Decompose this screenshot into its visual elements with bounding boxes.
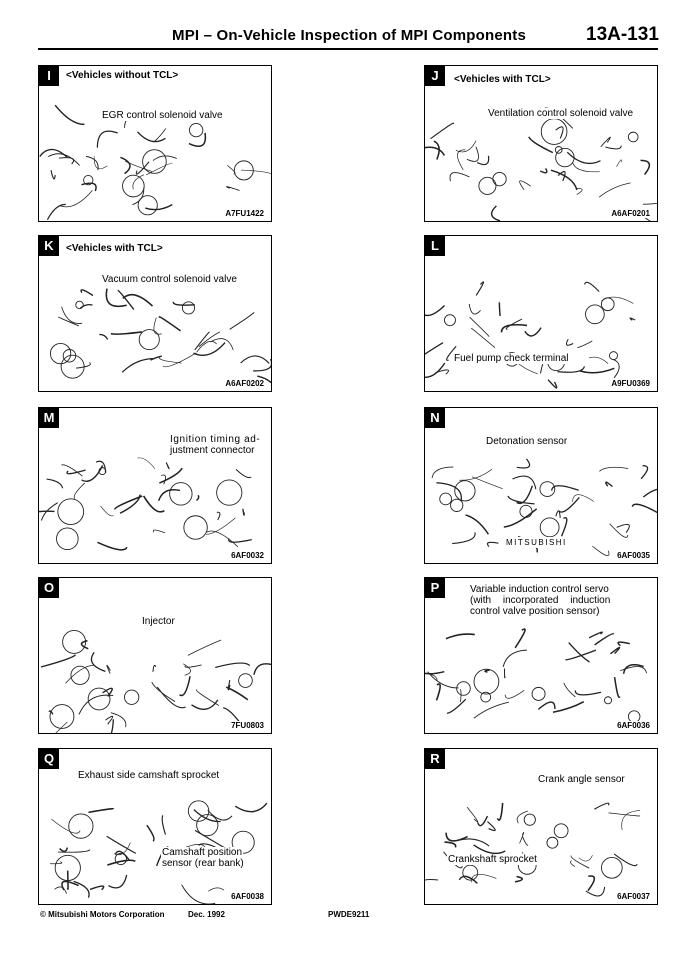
figure-code: 7FU0803 xyxy=(230,721,265,730)
figure-code: A6AF0201 xyxy=(610,209,651,218)
figure-letter: J xyxy=(425,66,445,86)
figure-p: P Variable induction control servo (with… xyxy=(424,577,658,734)
callout-label: Vacuum control solenoid valve xyxy=(101,274,238,285)
figure-subtitle: <Vehicles with TCL> xyxy=(453,74,552,85)
page-number: 13A-131 xyxy=(586,24,659,45)
engine-illustration xyxy=(425,281,636,389)
engine-illustration xyxy=(431,458,657,556)
figure-code: A7FU1422 xyxy=(224,209,265,218)
callout-label: EGR control solenoid valve xyxy=(101,110,224,121)
figure-r: R Crank angle sensor Crankshaft sprocket… xyxy=(424,748,658,905)
callout-label: Camshaft position xyxy=(161,847,244,858)
figure-letter: R xyxy=(425,749,445,769)
figure-n: N Detonation sensor MITSUBISHI 6AF0035 xyxy=(424,407,658,564)
figure-letter: O xyxy=(39,578,59,598)
figure-letter: N xyxy=(425,408,445,428)
publication-date: Dec. 1992 xyxy=(188,910,225,919)
figure-code: 6AF0038 xyxy=(230,892,265,901)
callout-label: Injector xyxy=(141,616,176,627)
engine-illustration xyxy=(425,802,641,897)
engine-illustration xyxy=(49,288,271,384)
figure-letter: I xyxy=(39,66,59,86)
figure-code: 6AF0035 xyxy=(616,551,651,560)
callout-label: (with incorporated induction xyxy=(469,595,612,606)
page-title: MPI – On-Vehicle Inspection of MPI Compo… xyxy=(172,27,527,44)
callout-label: Ventilation control solenoid valve xyxy=(487,108,635,119)
callout-label: Exhaust side camshaft sprocket xyxy=(77,770,221,781)
callout-label: Crank angle sensor xyxy=(537,774,626,785)
figure-k: K <Vehicles with TCL> Vacuum control sol… xyxy=(38,235,272,392)
engine-illustration xyxy=(425,107,657,221)
engine-illustration xyxy=(39,104,271,221)
figure-code: 6AF0037 xyxy=(616,892,651,901)
figure-q: Q Exhaust side camshaft sprocket Camshaf… xyxy=(38,748,272,905)
engine-illustration xyxy=(40,629,271,733)
callout-label: control valve position sensor) xyxy=(469,606,601,617)
figure-code: A9FU0369 xyxy=(610,379,651,388)
callout-label: Ignition timing ad- xyxy=(169,434,262,445)
figure-subtitle: <Vehicles with TCL> xyxy=(65,243,164,254)
callout-label: Crankshaft sprocket xyxy=(447,854,538,865)
figure-j: J <Vehicles with TCL> Ventilation contro… xyxy=(424,65,658,222)
callout-label: Variable induction control servo xyxy=(469,584,610,595)
figure-i: I <Vehicles without TCL> EGR control sol… xyxy=(38,65,272,222)
figure-l: L Fuel pump check terminal A9FU0369 xyxy=(424,235,658,392)
callout-label: justment connector xyxy=(169,445,256,456)
document-id: PWDE9211 xyxy=(328,910,370,919)
figure-letter: Q xyxy=(39,749,59,769)
figure-code: 6AF0032 xyxy=(230,551,265,560)
callout-label: Fuel pump check terminal xyxy=(453,353,570,364)
header-rule xyxy=(38,48,658,50)
figure-letter: L xyxy=(425,236,445,256)
figure-letter: P xyxy=(425,578,445,598)
figure-m: M Ignition timing ad- justment connector… xyxy=(38,407,272,564)
engine-illustration xyxy=(50,800,268,904)
figure-o: O Injector 7FU0803 xyxy=(38,577,272,734)
figure-letter: M xyxy=(39,408,59,428)
copyright: © Mitsubishi Motors Corporation xyxy=(40,910,165,919)
figure-subtitle: <Vehicles without TCL> xyxy=(65,70,180,81)
figure-letter: K xyxy=(39,236,59,256)
callout-label: sensor (rear bank) xyxy=(161,858,245,869)
callout-label: Detonation sensor xyxy=(485,436,569,447)
engine-illustration xyxy=(39,457,252,551)
engine-illustration xyxy=(425,628,647,723)
engine-brand-label: MITSUBISHI xyxy=(505,537,568,548)
figure-code: 6AF0036 xyxy=(616,721,651,730)
figure-code: A6AF0202 xyxy=(224,379,265,388)
